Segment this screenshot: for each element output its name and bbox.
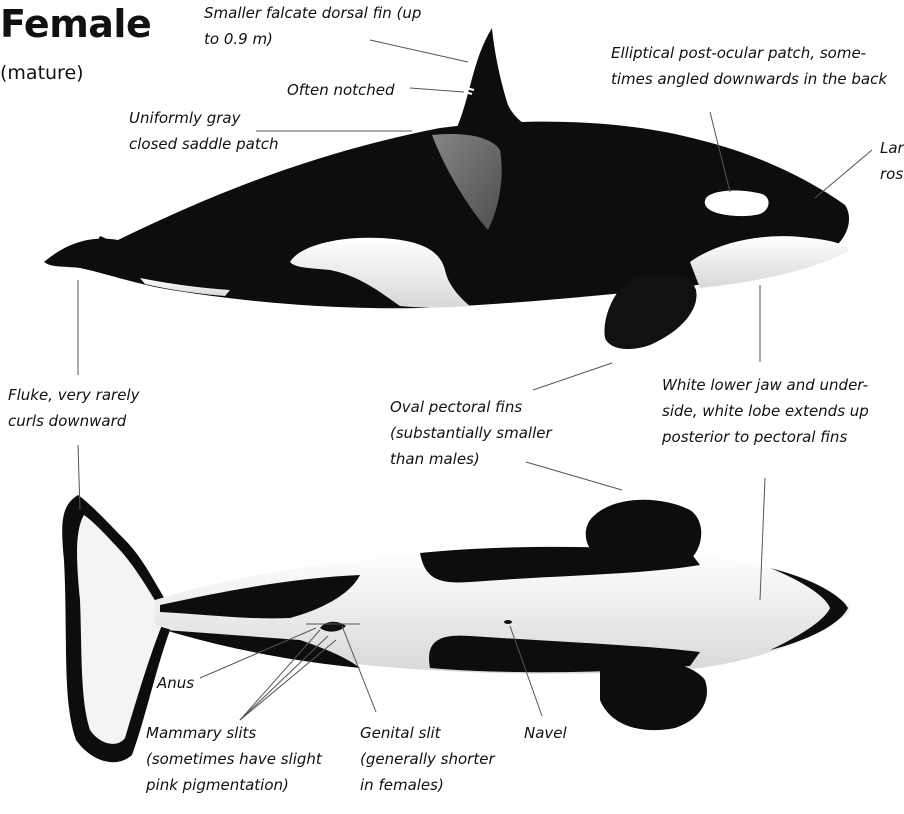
label-mammary-line1: Mammary slits	[146, 720, 322, 746]
label-genital-line2: (generally shorter	[360, 746, 495, 772]
label-pectoral-fins: Oval pectoral fins (substantially smalle…	[390, 394, 552, 472]
label-pectoral-line1: Oval pectoral fins	[390, 394, 552, 420]
label-genital-line3: in females)	[360, 772, 495, 798]
label-eye-patch-line2: times angled downwards in the back	[611, 66, 887, 92]
label-dorsal-fin-line2: to 0.9 m)	[204, 26, 421, 52]
label-saddle-line1: Uniformly gray	[129, 105, 279, 131]
leader-rostrum	[815, 150, 872, 198]
label-anus: Anus	[157, 670, 194, 696]
label-mammary-line2: (sometimes have slight	[146, 746, 322, 772]
label-saddle-patch: Uniformly gray closed saddle patch	[129, 105, 279, 157]
label-lower-jaw: White lower jaw and under- side, white l…	[662, 372, 869, 450]
label-pectoral-line3: than males)	[390, 446, 552, 472]
label-rostrum-line1: Lar	[880, 135, 904, 161]
label-rostrum: Lar ros	[880, 135, 904, 187]
label-notched: Often notched	[287, 77, 395, 103]
label-lower-jaw-line3: posterior to pectoral fins	[662, 424, 869, 450]
label-mammary: Mammary slits (sometimes have slight pin…	[146, 720, 322, 798]
label-notched-line1: Often notched	[287, 77, 395, 103]
ventral-pectoral-fin-bottom	[600, 658, 707, 730]
label-mammary-line3: pink pigmentation)	[146, 772, 322, 798]
label-lower-jaw-line1: White lower jaw and under-	[662, 372, 869, 398]
ventral-pectoral-fin-top	[586, 500, 702, 560]
label-fluke-line1: Fluke, very rarely	[8, 382, 139, 408]
label-genital-line1: Genital slit	[360, 720, 495, 746]
label-pectoral-line2: (substantially smaller	[390, 420, 552, 446]
label-navel-line1: Navel	[524, 720, 567, 746]
label-rostrum-line2: ros	[880, 161, 904, 187]
label-fluke: Fluke, very rarely curls downward	[8, 382, 139, 434]
label-genital: Genital slit (generally shorter in femal…	[360, 720, 495, 798]
label-saddle-line2: closed saddle patch	[129, 131, 279, 157]
label-fluke-line2: curls downward	[8, 408, 139, 434]
label-eye-patch-line1: Elliptical post-ocular patch, some-	[611, 40, 887, 66]
leader-notched	[410, 88, 464, 92]
label-dorsal-fin-line1: Smaller falcate dorsal fin (up	[204, 0, 421, 26]
label-navel: Navel	[524, 720, 567, 746]
side-dorsal-fin	[455, 28, 548, 134]
leader-pectoral-top	[533, 363, 612, 390]
ventral-navel	[504, 620, 512, 624]
label-eye-patch: Elliptical post-ocular patch, some- time…	[611, 40, 887, 92]
label-dorsal-fin: Smaller falcate dorsal fin (up to 0.9 m)	[204, 0, 421, 52]
label-lower-jaw-line2: side, white lobe extends up	[662, 398, 869, 424]
label-anus-line1: Anus	[157, 670, 194, 696]
